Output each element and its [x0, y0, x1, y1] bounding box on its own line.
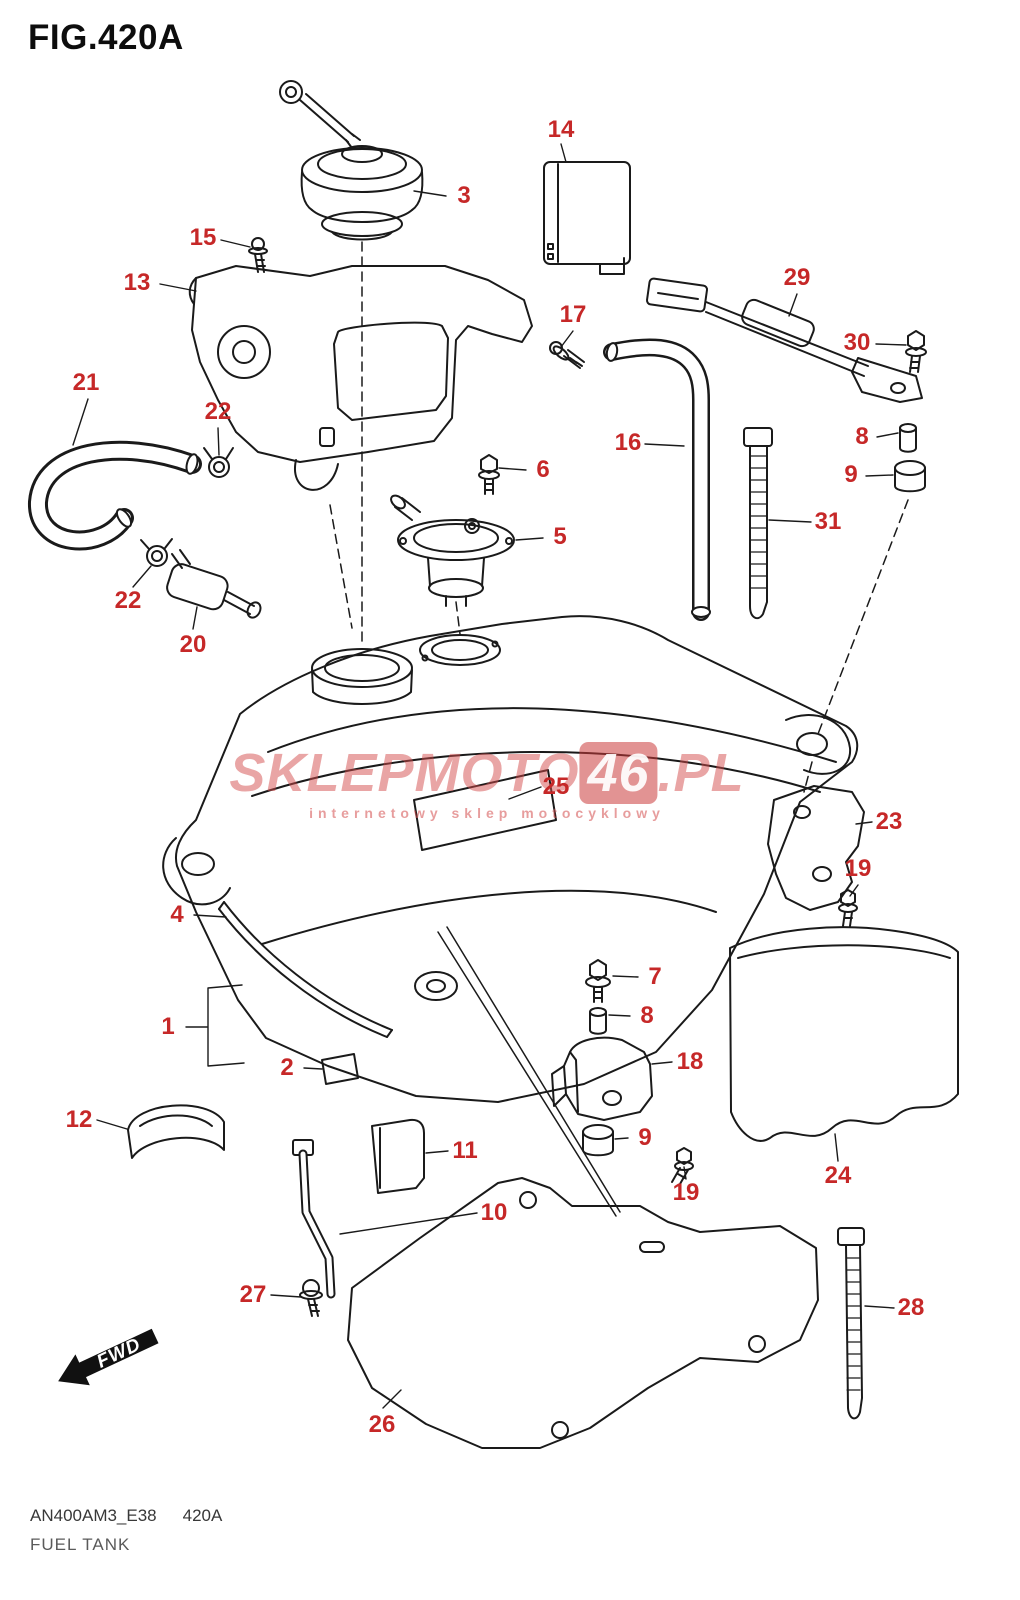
mount-cushion-9b [582, 1124, 614, 1157]
pointer-wedge [437, 926, 621, 1217]
mount-bolt-7 [585, 959, 611, 1003]
drain-pipe-10 [292, 1139, 336, 1299]
cover-11 [371, 1118, 425, 1194]
figure-caption: FUEL TANK [30, 1535, 131, 1554]
figure-title: FIG.420A [28, 18, 184, 57]
relay-box [543, 161, 631, 275]
gauge-bolt-6 [478, 454, 500, 495]
fuel-valve-20 [166, 549, 262, 619]
assembly-axes [329, 241, 909, 793]
fuel-tank-body [162, 615, 859, 1103]
fuel-gauge-assembly [390, 494, 515, 607]
rear-bracket-23 [767, 785, 865, 911]
drawing-code: AN400AM3_E38 [30, 1506, 157, 1525]
drawing-code-line: AN400AM3_E38 420A [30, 1506, 248, 1526]
shield-screw-27 [299, 1279, 323, 1317]
mount-bolt-19b [671, 1147, 694, 1185]
hose-clamp-22a [203, 447, 234, 478]
hose-clamp-22b [140, 538, 173, 567]
tank-pad-2 [321, 1053, 359, 1085]
rubber-cushion-12 [127, 1104, 225, 1159]
joint-bolt-17 [549, 341, 585, 369]
bracket-bolt-19a [838, 889, 858, 927]
fuel-hose-21 [28, 440, 202, 551]
heat-shield-26 [347, 1177, 819, 1449]
fwd-label: FWD [94, 1334, 145, 1373]
tank-trim-4 [218, 901, 393, 1038]
footer: AN400AM3_E38 420A FUEL TANK [30, 1506, 248, 1555]
cable-tie-28 [837, 1227, 865, 1420]
bracket-bolt-15 [248, 237, 268, 273]
drawing-page: 420A [182, 1506, 223, 1525]
cushion-9-right [894, 460, 926, 493]
heat-shield-24 [729, 926, 959, 1142]
fuel-cap-with-key [279, 80, 424, 241]
spacer-8-right [899, 423, 917, 453]
leader-lines [72, 143, 907, 1409]
mount-bracket-18 [551, 1036, 653, 1121]
tank-upper-bracket [188, 265, 533, 491]
harness-assembly [645, 277, 923, 403]
harness-bolt-30 [905, 330, 927, 373]
fwd-arrow: FWD [58, 1328, 159, 1386]
breather-hose [603, 338, 711, 621]
mount-spacer-8b [589, 1007, 607, 1035]
cable-tie-31 [743, 427, 773, 620]
